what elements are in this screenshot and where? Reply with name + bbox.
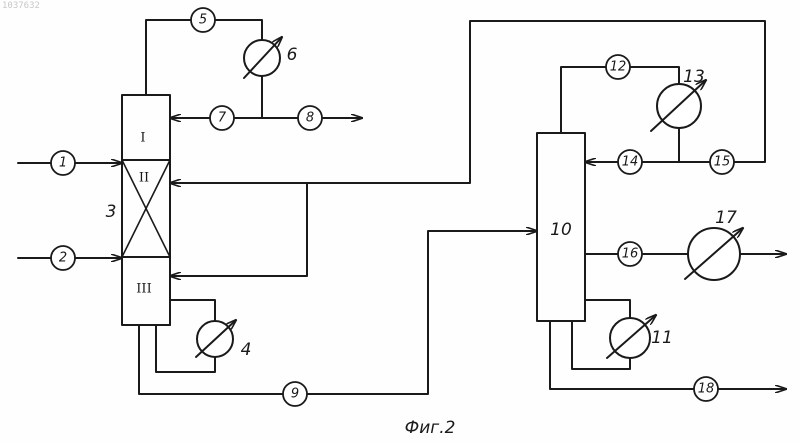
recycle-line-bottom xyxy=(170,183,307,276)
svg-text:5: 5 xyxy=(199,13,207,28)
stream-node-7: 7 xyxy=(210,106,234,130)
heat-exchanger-13 xyxy=(651,80,706,131)
heat-exchanger-17 xyxy=(685,228,743,280)
section-label-bottom: III xyxy=(136,282,151,297)
heat-exchanger-6 xyxy=(244,37,282,78)
reboiler-11-return xyxy=(585,300,630,321)
figure-caption: Фиг.2 xyxy=(405,418,456,438)
label-column-10: 10 xyxy=(550,220,572,240)
stream-node-8: 8 xyxy=(298,106,322,130)
label-heat-exchanger-6: 6 xyxy=(287,45,298,65)
svg-text:8: 8 xyxy=(306,111,314,126)
svg-text:16: 16 xyxy=(622,247,639,262)
stream-node-1: 1 xyxy=(51,151,75,175)
stream-node-12: 12 xyxy=(606,55,630,79)
svg-text:18: 18 xyxy=(698,382,715,397)
corner-mark: 1037632 xyxy=(2,1,40,11)
label-heat-exchanger-4: 4 xyxy=(241,340,252,360)
label-heat-exchanger-13: 13 xyxy=(683,67,705,87)
heat-exchanger-4 xyxy=(196,320,236,357)
stream-node-16: 16 xyxy=(618,242,642,266)
svg-text:1: 1 xyxy=(59,156,67,171)
section-label-middle: II xyxy=(139,171,149,186)
stream-node-15: 15 xyxy=(710,150,734,174)
stream-node-18: 18 xyxy=(694,377,718,401)
svg-text:15: 15 xyxy=(714,155,731,170)
label-column-3: 3 xyxy=(106,202,117,222)
label-heat-exchanger-17: 17 xyxy=(715,208,737,228)
svg-text:9: 9 xyxy=(291,387,299,402)
svg-text:14: 14 xyxy=(622,155,639,170)
heat-exchanger-11 xyxy=(607,315,656,358)
stream-node-5: 5 xyxy=(191,8,215,32)
bottoms-line-9 xyxy=(139,231,537,394)
svg-text:2: 2 xyxy=(59,251,67,266)
stream-node-2: 2 xyxy=(51,246,75,270)
section-label-top: I xyxy=(140,131,145,146)
svg-text:7: 7 xyxy=(218,111,227,126)
stream-node-9: 9 xyxy=(283,382,307,406)
label-heat-exchanger-11: 11 xyxy=(651,328,673,348)
stream-node-14: 14 xyxy=(618,150,642,174)
svg-text:12: 12 xyxy=(610,60,627,75)
